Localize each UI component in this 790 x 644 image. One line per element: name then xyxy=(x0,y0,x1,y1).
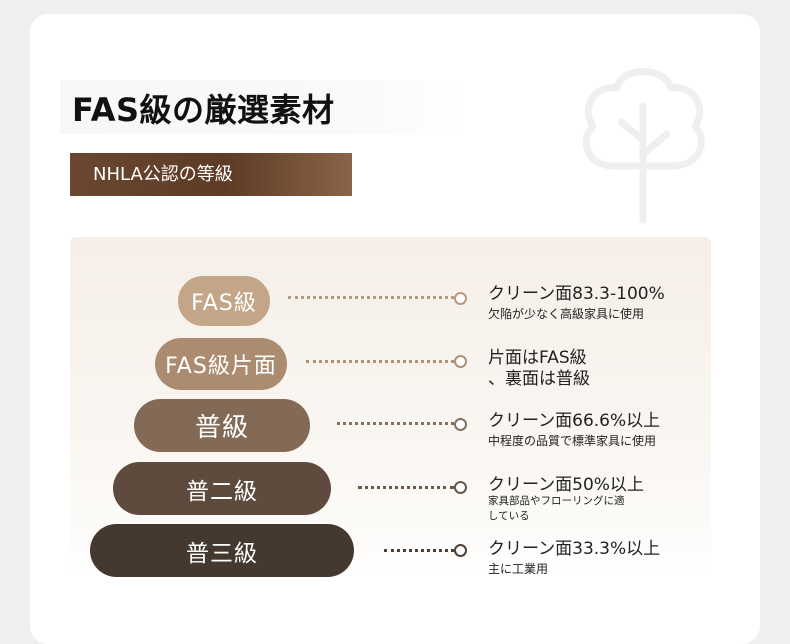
grade-pill-fas-one-face: FAS級片面 xyxy=(155,338,287,390)
connector-dot xyxy=(454,292,467,305)
grade-pill-common-3: 普三級 xyxy=(90,524,354,577)
connector-line xyxy=(358,486,454,489)
connector-dot xyxy=(454,418,467,431)
grade-clean-rate: クリーン面66.6%以上 xyxy=(488,411,661,431)
grade-clean-rate: クリーン面83.3-100% xyxy=(488,284,665,304)
subtitle-text: NHLA公認の等級 xyxy=(93,164,233,185)
title-background xyxy=(60,80,464,134)
grade-description-fas: クリーン面83.3-100% 欠陥が少なく高級家具に使用 xyxy=(488,283,665,322)
connector-dot xyxy=(454,355,467,368)
connector-line xyxy=(384,549,454,552)
grade-description-common: クリーン面66.6%以上 中程度の品質で標準家具に使用 xyxy=(488,410,660,449)
connector-line xyxy=(337,422,454,425)
grade-description-common-2: クリーン面50%以上 家具部品やフローリングに適 している xyxy=(488,474,644,524)
grade-clean-rate: クリーン面50%以上 xyxy=(488,475,644,495)
page-title: FAS級の厳選素材 xyxy=(72,91,335,129)
grade-clean-rate: 片面はFAS級 、裏面は普級 xyxy=(488,348,590,389)
grade-usage: 家具部品やフローリングに適 している xyxy=(488,495,625,522)
grade-pill-common-2: 普二級 xyxy=(113,462,331,515)
connector-dot xyxy=(454,481,467,494)
grade-pill-fas: FAS級 xyxy=(178,276,270,326)
subtitle-banner xyxy=(70,153,352,196)
tree-icon xyxy=(582,68,705,224)
grade-usage: 欠陥が少なく高級家具に使用 xyxy=(488,307,645,321)
grade-description-fas-one-face: 片面はFAS級 、裏面は普級 xyxy=(488,348,590,390)
grade-usage: 主に工業用 xyxy=(488,562,549,576)
connector-dot xyxy=(454,544,467,557)
grade-description-common-3: クリーン面33.3%以上 主に工業用 xyxy=(488,538,660,577)
connector-line xyxy=(288,296,454,299)
grade-usage: 中程度の品質で標準家具に使用 xyxy=(488,434,657,448)
connector-line xyxy=(306,360,454,363)
grade-clean-rate: クリーン面33.3%以上 xyxy=(488,539,661,559)
grade-pill-common: 普級 xyxy=(134,399,310,452)
